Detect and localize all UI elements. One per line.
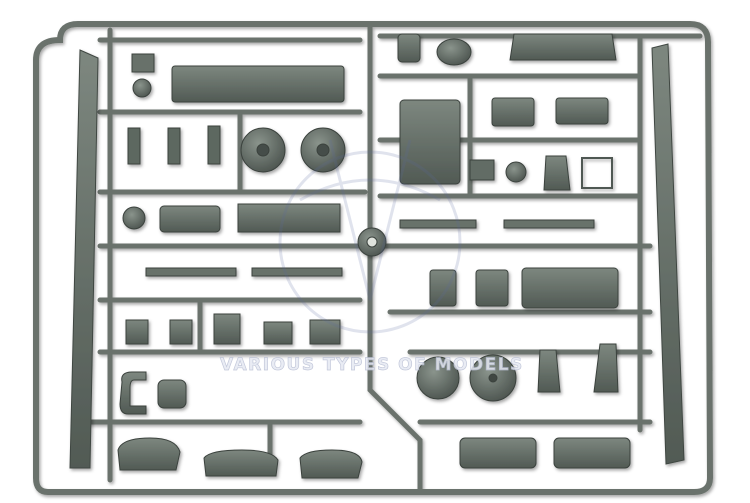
parts — [117, 33, 631, 479]
watermark-logo — [278, 139, 462, 334]
side-strip-left — [69, 49, 99, 469]
side-strip-right — [651, 43, 685, 465]
watermark-text: VARIOUS TYPES OF MODELS — [220, 355, 524, 375]
